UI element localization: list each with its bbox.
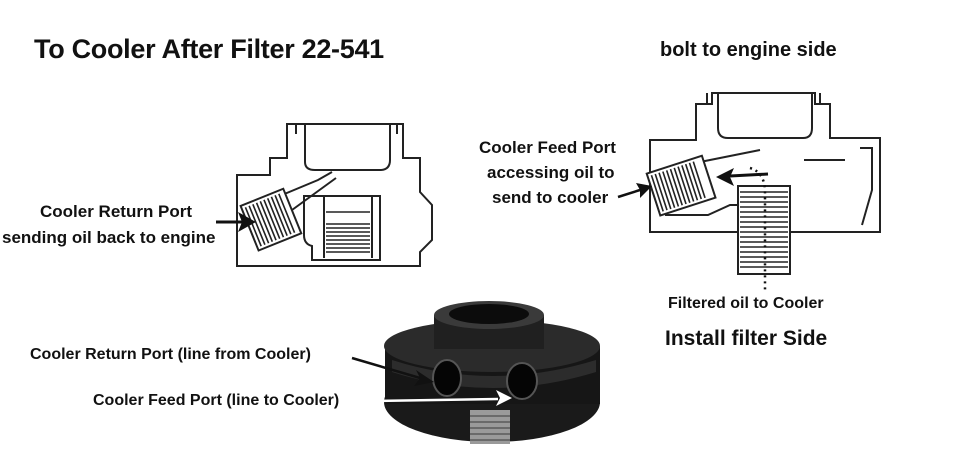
- left-return-arrow: [216, 212, 256, 232]
- feed-port-label-line3: send to cooler: [492, 188, 609, 207]
- page-title: To Cooler After Filter 22-541: [34, 34, 384, 64]
- left-center-threads: [326, 211, 370, 253]
- right-coil: [645, 154, 717, 217]
- photo-return-port-label: Cooler Return Port (line from Cooler): [30, 346, 311, 363]
- photo-return-arrow: [351, 356, 434, 386]
- return-port-label-line2: sending oil back to engine: [2, 228, 216, 247]
- right-feed-arrow: [716, 168, 769, 186]
- feed-port-label-line1: Cooler Feed Port: [479, 138, 616, 157]
- filtered-oil-label: Filtered oil to Cooler: [668, 295, 824, 312]
- photo-feed-port-label: Cooler Feed Port (line to Cooler): [93, 392, 340, 409]
- bolt-to-engine-label: bolt to engine side: [660, 39, 837, 61]
- adapter-photo: [384, 301, 600, 444]
- return-port-label-line1: Cooler Return Port: [40, 202, 193, 221]
- feed-port-label-line2: accessing oil to: [487, 163, 615, 182]
- install-filter-side-label: Install filter Side: [665, 327, 828, 350]
- photo-feed-arrow: [375, 390, 512, 406]
- feed-label-arrow: [617, 183, 652, 199]
- right-filter-stud: [737, 185, 791, 275]
- left-cross-section: [236, 123, 433, 267]
- left-coil: [239, 187, 303, 252]
